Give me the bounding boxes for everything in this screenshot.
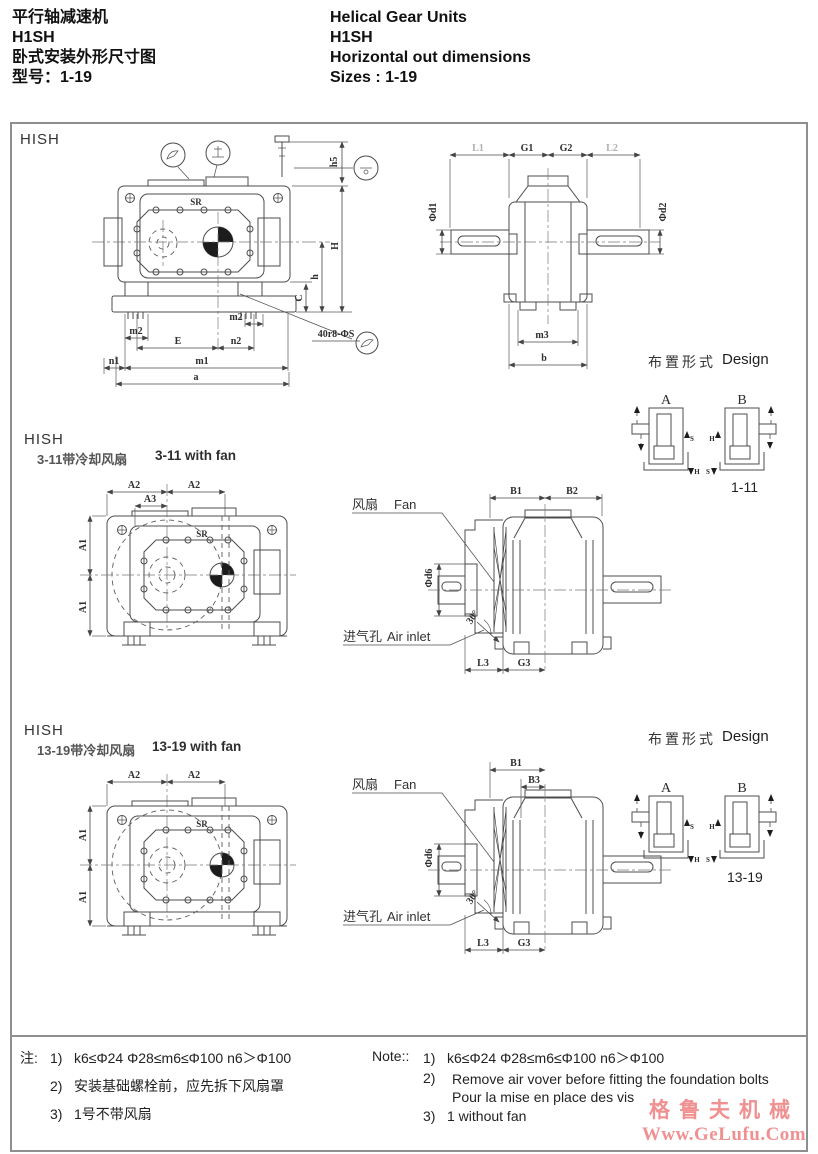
- note-cn-2: 2) 安装基础螺栓前，应先拆下风扇罩: [50, 1076, 284, 1096]
- note-cn-2-text: 安装基础螺栓前，应先拆下风扇罩: [74, 1078, 284, 1094]
- dim-sr: SR: [190, 197, 202, 207]
- dim-g1: G1: [521, 143, 534, 154]
- note-cn-3-num: 3): [50, 1106, 63, 1122]
- dim-b3: B3: [528, 775, 540, 786]
- dim-h: h: [310, 274, 321, 280]
- note-en-1-num: 1): [423, 1050, 436, 1066]
- foot-hatching: [127, 312, 257, 319]
- dim-g2: G2: [560, 143, 573, 154]
- section3-subtitle-en: 13-19 with fan: [152, 739, 242, 754]
- title-en-line1: Helical Gear Units: [330, 9, 467, 26]
- dim-m2-right: m2: [229, 312, 242, 323]
- header-cn: 平行轴减速机 H1SH 卧式安装外形尺寸图 型号：1-19: [12, 8, 156, 88]
- dim-bolt-spec: 40r8-ΦS: [318, 329, 355, 340]
- dim-H: H: [330, 242, 341, 250]
- title-cn-line3: 卧式安装外形尺寸图: [12, 49, 157, 66]
- dim-m2-left: m2: [129, 326, 142, 337]
- section2-subtitle-en: 3-11 with fan: [155, 448, 237, 463]
- watermark-line2: Www.GeLufu.Com: [641, 1124, 807, 1145]
- design-diagrams-1-11: [631, 392, 777, 477]
- dim-a3: A3: [144, 494, 156, 505]
- note-cn-2-num: 2): [50, 1078, 63, 1094]
- dim-m3: m3: [535, 330, 548, 341]
- note-en-2-text: Remove air vover before fitting the foun…: [452, 1071, 769, 1105]
- dim-h5: h5: [329, 157, 340, 168]
- notes-divider: [10, 1035, 808, 1037]
- design-diagrams-13-19: [631, 780, 777, 865]
- title-cn-line4: 型号：1-19: [12, 69, 93, 86]
- drawing-s1-end-view: L1 G1 G2 L2 Φd1 Φd2 m3 b: [428, 143, 669, 369]
- design-heading-en-2: Design: [722, 728, 769, 745]
- dim-l1: L1: [472, 143, 484, 154]
- section3-title: HISH: [24, 722, 64, 739]
- note-cn-1: 1) k6≤Φ24 Φ28≤m6≤Φ100 n6＞Φ100: [50, 1048, 291, 1068]
- note-en-1: 1) k6≤Φ24 Φ28≤m6≤Φ100 n6＞Φ100: [423, 1048, 664, 1068]
- drain-plug-icon: [355, 331, 379, 355]
- note-en-3: 3) 1 without fan: [423, 1108, 526, 1124]
- notes-label-cn: 注:: [20, 1050, 38, 1066]
- section2-subtitle-cn: 3-11带冷却风扇: [37, 452, 128, 467]
- drawing-frame: [10, 122, 808, 1152]
- dim-a: a: [194, 372, 199, 383]
- dim-b1: B1: [510, 758, 522, 769]
- drawing-s2-side-fan: [78, 480, 296, 645]
- note-cn-3-text: 1号不带风扇: [74, 1106, 152, 1122]
- dim-b1: B1: [510, 486, 522, 497]
- title-en-line3: Horizontal out dimensions: [330, 49, 531, 66]
- note-cn-1-num: 1): [50, 1050, 63, 1066]
- corner-screw-icon: [125, 193, 283, 203]
- bolt-circle: [133, 206, 254, 276]
- design-heading-en-1: Design: [722, 351, 769, 368]
- dim-b: b: [541, 353, 547, 364]
- dim-b2: B2: [566, 486, 578, 497]
- drawing-s3-side-fan: [78, 770, 296, 935]
- dim-l2: L2: [606, 143, 618, 154]
- watermark-line1: 格鲁夫机械: [649, 1098, 799, 1122]
- drawing-s2-a3-dim: A3: [134, 494, 168, 526]
- note-cn-3: 3) 1号不带风扇: [50, 1104, 152, 1124]
- note-en-2-num: 2): [423, 1070, 436, 1086]
- oil-filler-icon: [160, 142, 190, 180]
- design-range-1-11: 1-11: [731, 479, 758, 495]
- design-heading-cn-1: 布置形式: [648, 354, 716, 370]
- design-range-13-19: 13-19: [727, 869, 763, 885]
- dim-e: E: [175, 336, 182, 347]
- notes-label-en: Note::: [372, 1048, 410, 1064]
- drawing-s3-b-dims: B1 B3: [489, 758, 546, 818]
- title-en-line4: Sizes : 1-19: [330, 69, 418, 86]
- dim-m1: m1: [195, 356, 208, 367]
- section1-title: HISH: [20, 131, 60, 148]
- watermark: 格鲁夫机械 Www.GeLufu.Com: [634, 1094, 814, 1146]
- dim-d1: Φd1: [428, 203, 439, 222]
- dim-n2: n2: [231, 336, 242, 347]
- dim-d2: Φd2: [658, 203, 669, 222]
- note-en-1-text: k6≤Φ24 Φ28≤m6≤Φ100 n6＞Φ100: [447, 1050, 665, 1066]
- drawing-s2-b-dims: B1 B2: [489, 486, 603, 518]
- header-en: Helical Gear Units H1SH Horizontal out d…: [330, 8, 531, 88]
- drawing-s2-end-fan: [343, 497, 673, 674]
- note-en-3-text: 1 without fan: [447, 1108, 527, 1124]
- title-cn-line2: H1SH: [12, 29, 55, 46]
- note-en-3-num: 3): [423, 1108, 436, 1124]
- title-en-line2: H1SH: [330, 29, 373, 46]
- design-heading-cn-2: 布置形式: [648, 731, 716, 747]
- section3-subtitle-cn: 13-19带冷却风扇: [37, 743, 136, 758]
- technical-drawings: A2 A2 SR: [10, 135, 777, 1150]
- drawing-s1-side-view: h5 SR: [92, 135, 379, 387]
- note-cn-1-text: k6≤Φ24 Φ28≤m6≤Φ100 n6＞Φ100: [74, 1050, 292, 1066]
- dim-c: C: [294, 294, 305, 301]
- drawing-s3-end-fan: [343, 777, 673, 954]
- title-cn-line1: 平行轴减速机: [12, 9, 109, 26]
- section2-title: HISH: [24, 431, 64, 448]
- dipstick-icon: [274, 135, 290, 177]
- breather-icon: [205, 140, 231, 178]
- dim-n1: n1: [109, 356, 120, 367]
